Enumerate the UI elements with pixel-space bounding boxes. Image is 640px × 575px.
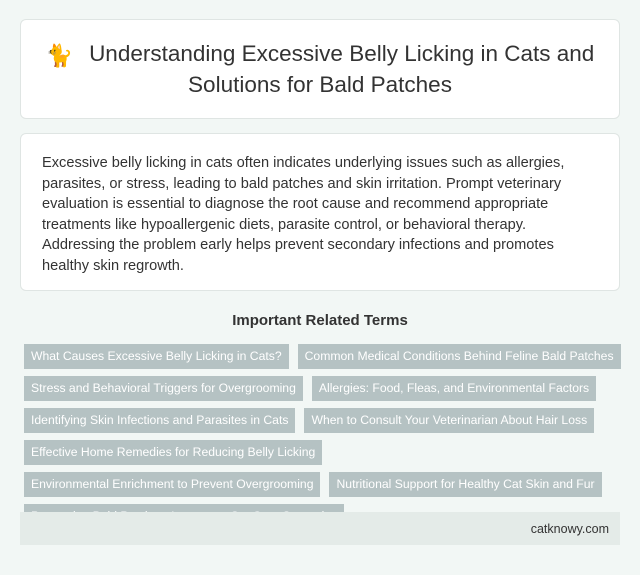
related-term-tag[interactable]: What Causes Excessive Belly Licking in C…	[24, 344, 289, 369]
related-terms-heading: Important Related Terms	[232, 312, 408, 329]
related-term-tag[interactable]: When to Consult Your Veterinarian About …	[304, 408, 595, 433]
page-title: 🐈 Understanding Excessive Belly Licking i…	[41, 39, 599, 99]
footer: catknowy.com	[20, 512, 620, 545]
summary-text: Excessive belly licking in cats often in…	[42, 155, 565, 274]
cat-icon: 🐈	[45, 43, 74, 68]
summary-card: Excessive belly licking in cats often in…	[20, 133, 620, 291]
related-term-tag[interactable]: Nutritional Support for Healthy Cat Skin…	[329, 472, 602, 497]
related-term-tag[interactable]: Stress and Behavioral Triggers for Overg…	[24, 376, 303, 401]
site-name[interactable]: catknowy.com	[530, 521, 609, 536]
related-terms-list: What Causes Excessive Belly Licking in C…	[24, 344, 624, 529]
related-term-tag[interactable]: Effective Home Remedies for Reducing Bel…	[24, 440, 323, 465]
related-term-tag[interactable]: Allergies: Food, Fleas, and Environmenta…	[311, 376, 597, 401]
related-term-tag[interactable]: Common Medical Conditions Behind Feline …	[297, 344, 621, 369]
title-card: 🐈 Understanding Excessive Belly Licking i…	[20, 19, 620, 119]
page-title-text: Understanding Excessive Belly Licking in…	[89, 41, 595, 97]
related-term-tag[interactable]: Identifying Skin Infections and Parasite…	[24, 408, 296, 433]
related-term-tag[interactable]: Environmental Enrichment to Prevent Over…	[24, 472, 321, 497]
